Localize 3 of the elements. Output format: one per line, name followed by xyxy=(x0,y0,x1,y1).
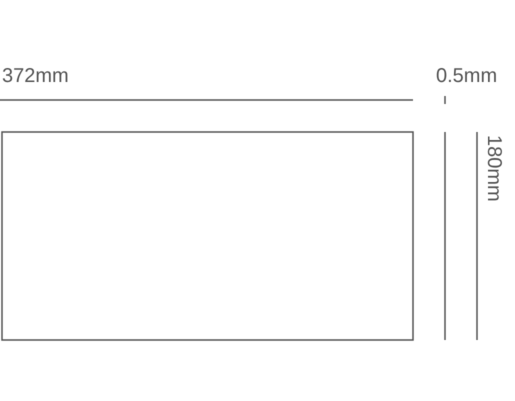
dimension-label: 180mm xyxy=(484,135,504,202)
dimension-label: 0.5mm xyxy=(436,66,498,86)
dimension-label: 372mm xyxy=(2,66,69,86)
